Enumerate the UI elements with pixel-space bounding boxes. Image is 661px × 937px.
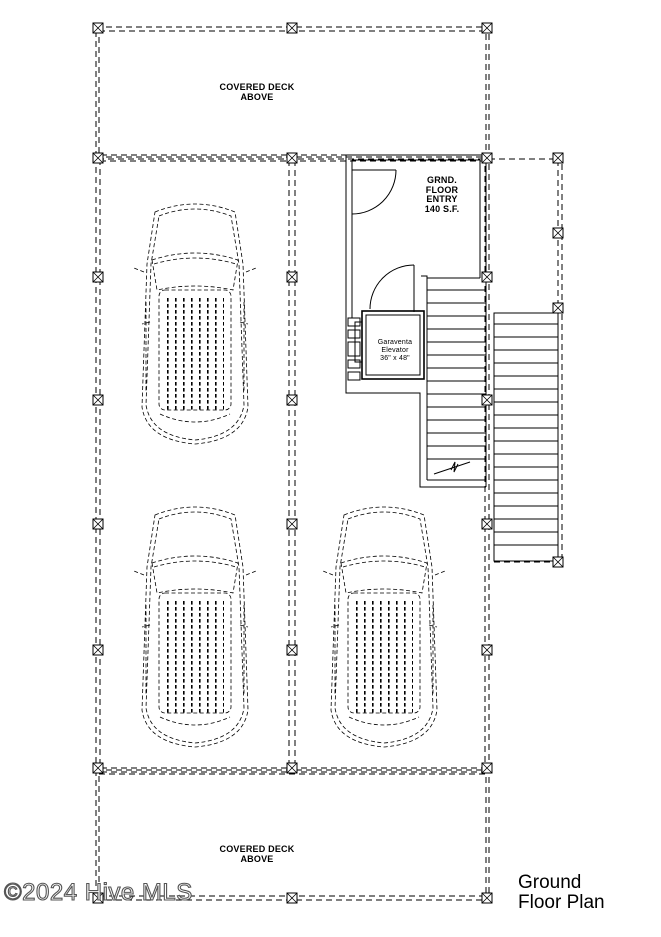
covered-deck-top-label: COVERED DECK ABOVE bbox=[197, 82, 317, 102]
column-marker-icon bbox=[481, 22, 493, 34]
label-line: ENTRY bbox=[426, 194, 458, 204]
label-line: Garaventa bbox=[377, 339, 413, 346]
column-marker-icon bbox=[286, 892, 298, 904]
plan-title: Ground Floor Plan bbox=[518, 873, 605, 913]
column-marker-icon bbox=[552, 556, 564, 568]
title-line: Floor Plan bbox=[518, 892, 605, 913]
column-marker-icon bbox=[286, 22, 298, 34]
entry-room-walls bbox=[345, 154, 487, 488]
car-icon bbox=[322, 506, 446, 748]
column-marker-icon bbox=[552, 302, 564, 314]
column-marker-icon bbox=[481, 892, 493, 904]
column-marker-icon bbox=[92, 22, 104, 34]
column-marker-icon bbox=[92, 762, 104, 774]
column-marker-icon bbox=[92, 394, 104, 406]
column-marker-icon bbox=[286, 152, 298, 164]
column-marker-icon bbox=[552, 227, 564, 239]
entry-label: GRND. FLOOR ENTRY 140 S.F. bbox=[410, 175, 474, 214]
label-line: COVERED DECK bbox=[219, 844, 295, 854]
label-line: ABOVE bbox=[240, 92, 274, 102]
column-marker-icon bbox=[481, 644, 493, 656]
stair-extension-outline bbox=[489, 158, 563, 563]
label-line: FLOOR bbox=[425, 184, 459, 195]
column-marker-icon bbox=[92, 518, 104, 530]
column-marker-icon bbox=[481, 394, 493, 406]
door-swing-icon bbox=[351, 169, 397, 215]
column-marker-icon bbox=[481, 518, 493, 530]
label-line: 36" x 48" bbox=[380, 355, 410, 362]
column-marker-icon bbox=[552, 152, 564, 164]
column-marker-icon bbox=[481, 152, 493, 164]
column-marker-icon bbox=[92, 271, 104, 283]
car-icon bbox=[133, 203, 257, 445]
watermark: ©2024 Hive MLS bbox=[3, 879, 193, 906]
column-marker-icon bbox=[92, 644, 104, 656]
stair-icon bbox=[493, 312, 559, 562]
label-line: GRND. bbox=[427, 175, 457, 185]
elevator-icon bbox=[347, 264, 425, 381]
label-line: Elevator bbox=[381, 347, 409, 354]
column-marker-icon bbox=[286, 762, 298, 774]
stair-icon bbox=[421, 275, 486, 481]
column-marker-icon bbox=[481, 762, 493, 774]
car-icon bbox=[133, 506, 257, 748]
column-marker-icon bbox=[286, 394, 298, 406]
label-line: COVERED DECK bbox=[219, 82, 295, 92]
column-marker-icon bbox=[92, 152, 104, 164]
title-line: Ground bbox=[518, 872, 582, 893]
label-line: 140 S.F. bbox=[424, 203, 460, 214]
garage-outline bbox=[95, 156, 490, 773]
column-marker-icon bbox=[286, 644, 298, 656]
label-line: ABOVE bbox=[240, 854, 274, 864]
column-marker-icon bbox=[286, 271, 298, 283]
covered-deck-bottom-label: COVERED DECK ABOVE bbox=[197, 844, 317, 864]
column-marker-icon bbox=[286, 518, 298, 530]
column-marker-icon bbox=[481, 271, 493, 283]
elevator-label: Garaventa Elevator 36" x 48" bbox=[370, 339, 420, 363]
